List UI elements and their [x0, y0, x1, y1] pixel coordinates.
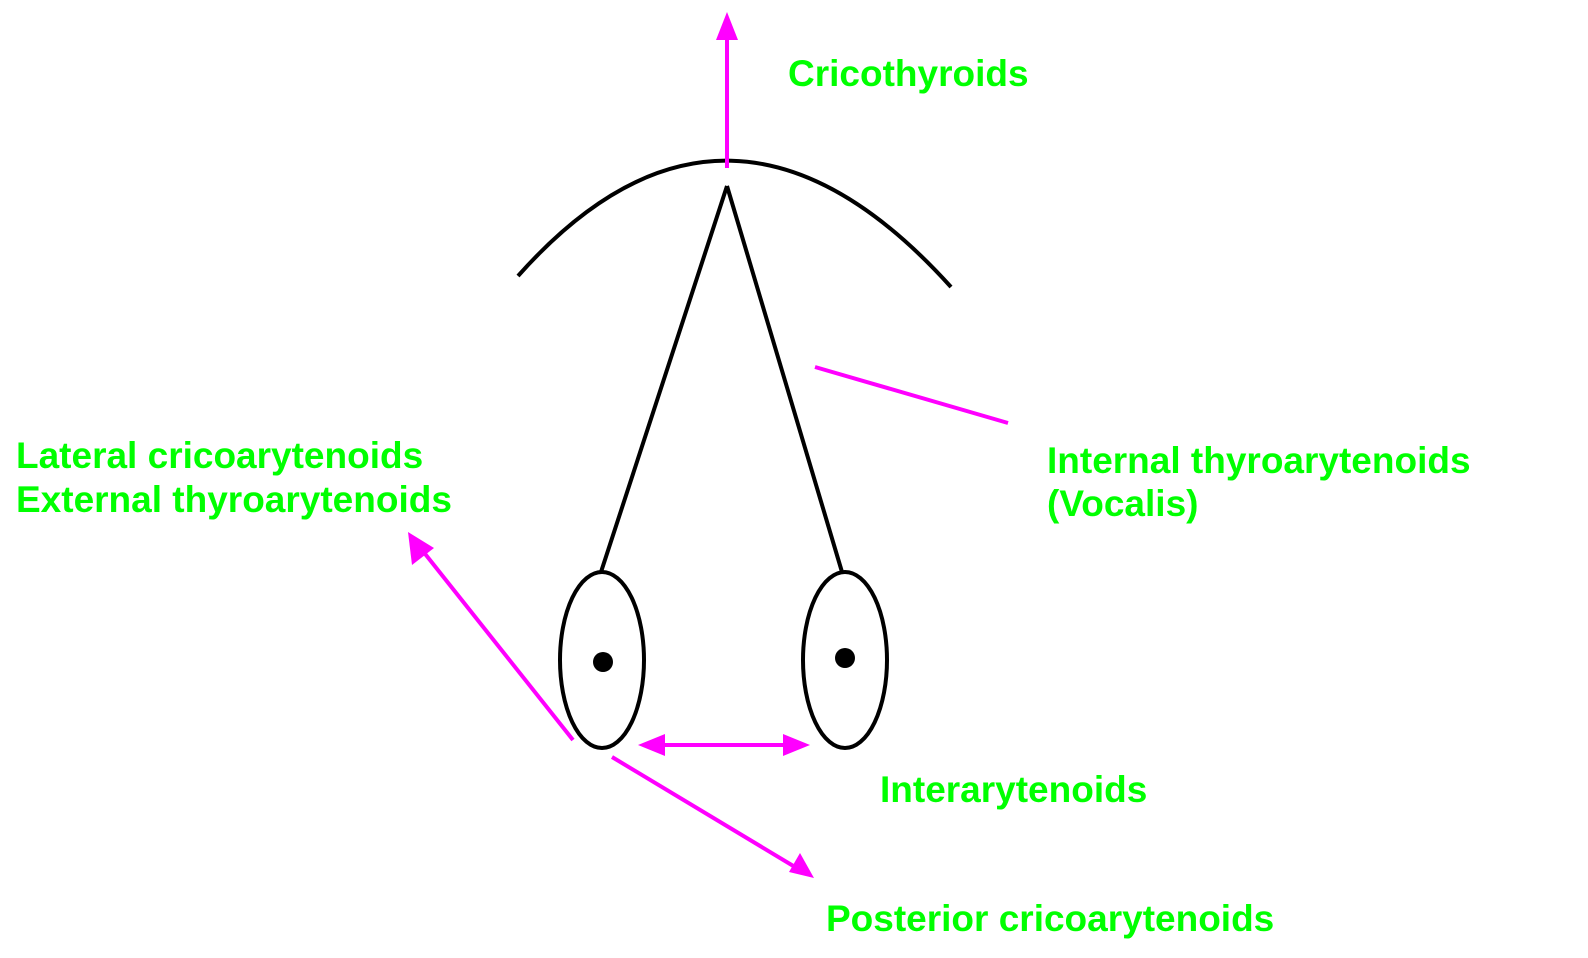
thyroid-cartilage-arc	[518, 161, 951, 287]
interarytenoids-label: Interarytenoids	[880, 770, 1147, 810]
left-arytenoid-pivot	[593, 652, 613, 672]
cricothyroids-label: Cricothyroids	[788, 54, 1029, 94]
vocalis-label: (Vocalis)	[1047, 484, 1198, 524]
cricothyroids-arrowhead	[716, 12, 738, 40]
internal-thyroarytenoids-line	[815, 367, 1008, 423]
posterior-cricoarytenoids-arrow-shaft	[612, 757, 795, 867]
interarytenoids-arrowhead-left	[638, 734, 665, 756]
right-vocal-cord	[727, 186, 842, 572]
left-vocal-cord	[601, 186, 727, 572]
internal-thyroarytenoids-label: Internal thyroarytenoids	[1047, 441, 1471, 481]
external-thyroarytenoids-label: External thyroarytenoids	[16, 480, 452, 520]
right-arytenoid-pivot	[835, 648, 855, 668]
lateral-cricoarytenoids-arrow-shaft	[422, 550, 573, 740]
posterior-cricoarytenoids-label: Posterior cricoarytenoids	[826, 899, 1274, 939]
lateral-cricoarytenoids-label: Lateral cricoarytenoids	[16, 436, 423, 476]
interarytenoids-arrowhead-right	[783, 734, 810, 756]
